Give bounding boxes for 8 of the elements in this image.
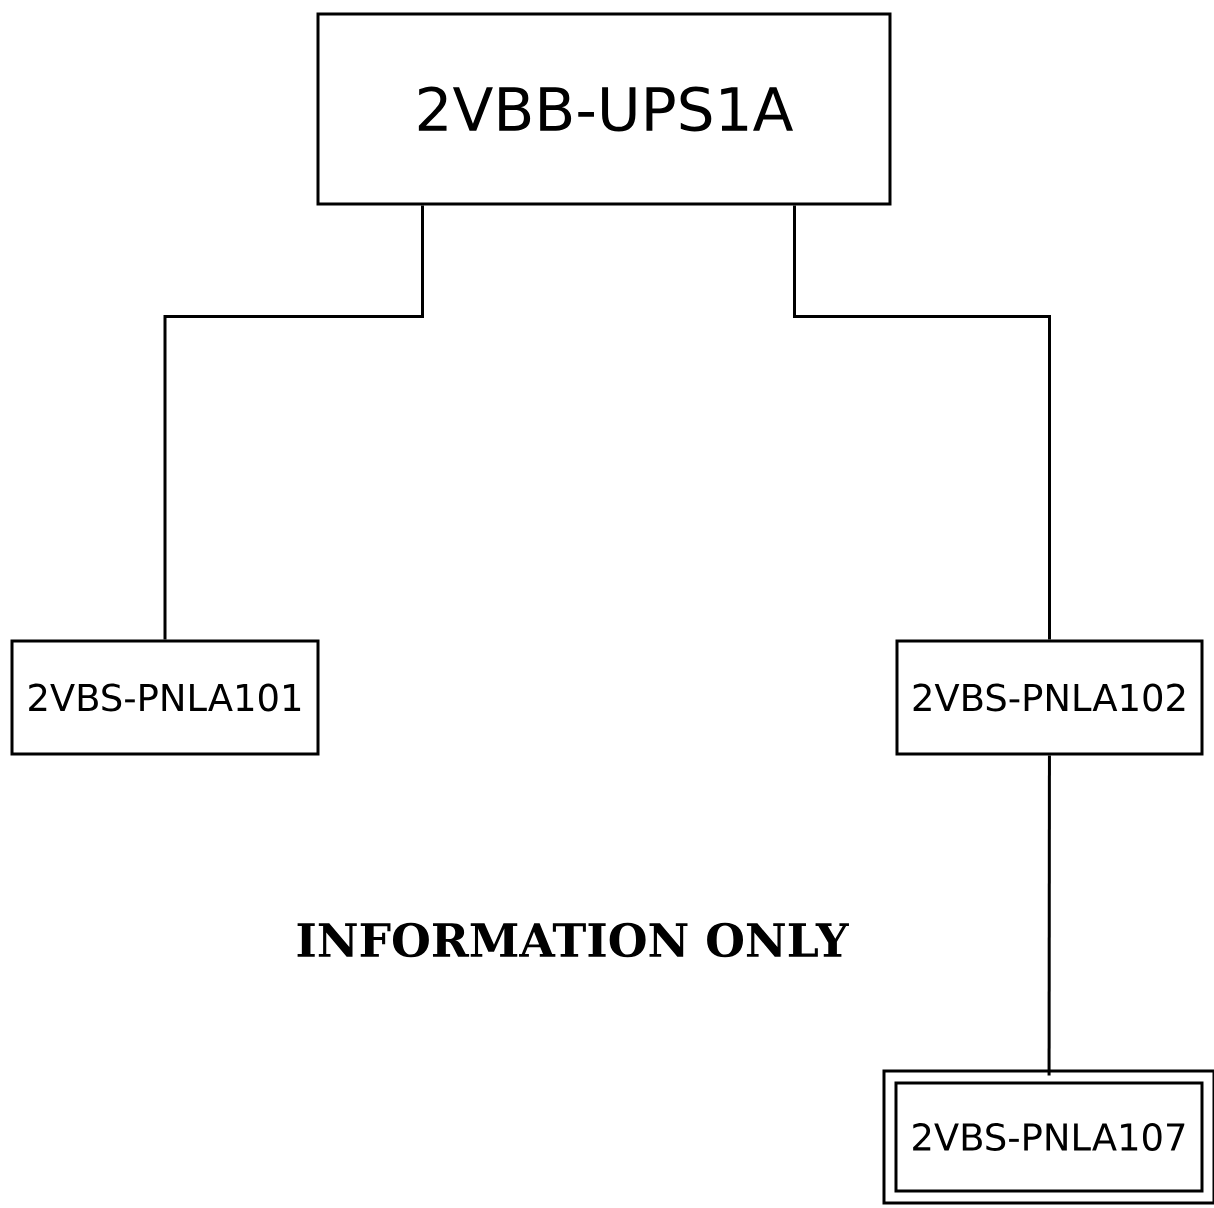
double-box: 2VBS-PNLA107 [882,1069,1214,1205]
connector-line [163,205,424,640]
stamp-text: INFORMATION ONLY [297,922,849,958]
panel-box: 2VBS-PNLA102 [895,639,1204,756]
panel-box: 2VBB-UPS1A [316,12,892,206]
connector-line [793,205,1051,640]
connector-line [1047,755,1051,1076]
panel-box: 2VBS-PNLA101 [10,639,320,756]
